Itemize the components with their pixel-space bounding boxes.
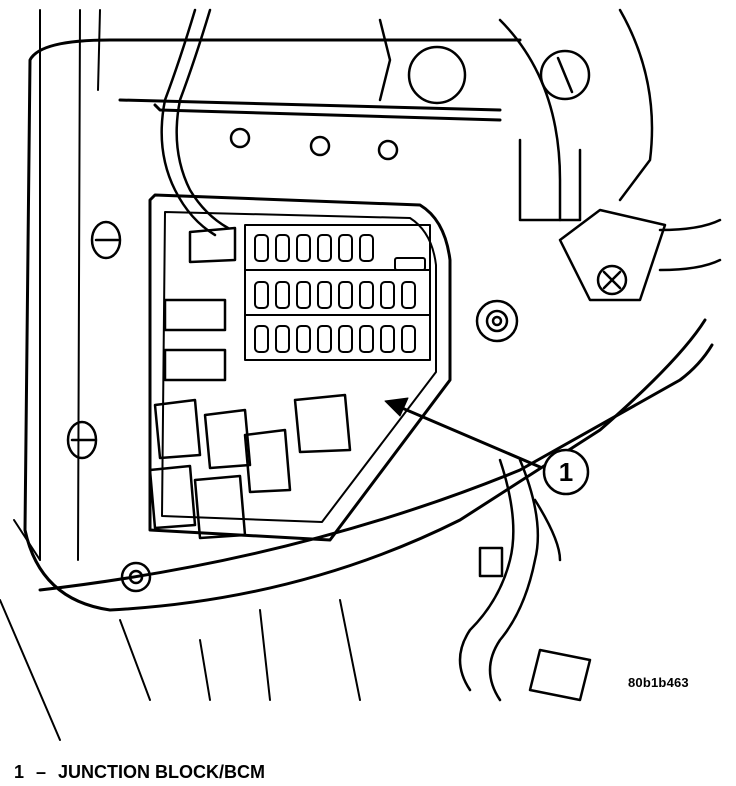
fuse-slot: [296, 281, 311, 309]
callout-circle: [542, 448, 590, 496]
fuse-slot: [254, 234, 269, 262]
trim-panel: [23, 38, 714, 612]
fuse-slot: [359, 325, 374, 353]
junction-block-housing: [148, 193, 452, 542]
fuse-slot: [401, 281, 416, 309]
wiring-harness: [160, 8, 592, 702]
fuse-slot: [317, 234, 332, 262]
fuse-slot: [275, 281, 290, 309]
fuse-slot: [380, 281, 395, 309]
fuse-slot: [359, 281, 374, 309]
fuse-slot: [296, 325, 311, 353]
fuse-grid: [244, 224, 431, 361]
legend-dash: –: [36, 762, 47, 782]
fuse-slot: [275, 234, 290, 262]
fuse-slot: [338, 234, 353, 262]
fuse-slot: [338, 281, 353, 309]
fuse-slot: [317, 281, 332, 309]
fuse-slot: [254, 281, 269, 309]
legend: 1–JUNCTION BLOCK/BCM: [14, 762, 265, 783]
legend-label: JUNCTION BLOCK/BCM: [58, 762, 266, 782]
relays: [148, 298, 352, 540]
fuse-slot: [317, 325, 332, 353]
callout-arrow: [393, 403, 542, 469]
fuse-slot: [401, 325, 416, 353]
callout-number: 1: [559, 457, 573, 487]
fuse-slot: [296, 234, 311, 262]
fuse-slot: [275, 325, 290, 353]
fuse-slot: [359, 234, 374, 262]
fuse-slot: [380, 325, 395, 353]
left-pillar: [0, 9, 361, 741]
legend-number: 1: [14, 762, 25, 782]
callout-arrowhead: [384, 397, 409, 417]
panel-holes: [66, 127, 519, 593]
fuse-slot: [254, 325, 269, 353]
upper-right-pillar: [378, 8, 722, 302]
fuse-slot: [338, 325, 353, 353]
figure-code: 80b1b463: [628, 675, 689, 690]
